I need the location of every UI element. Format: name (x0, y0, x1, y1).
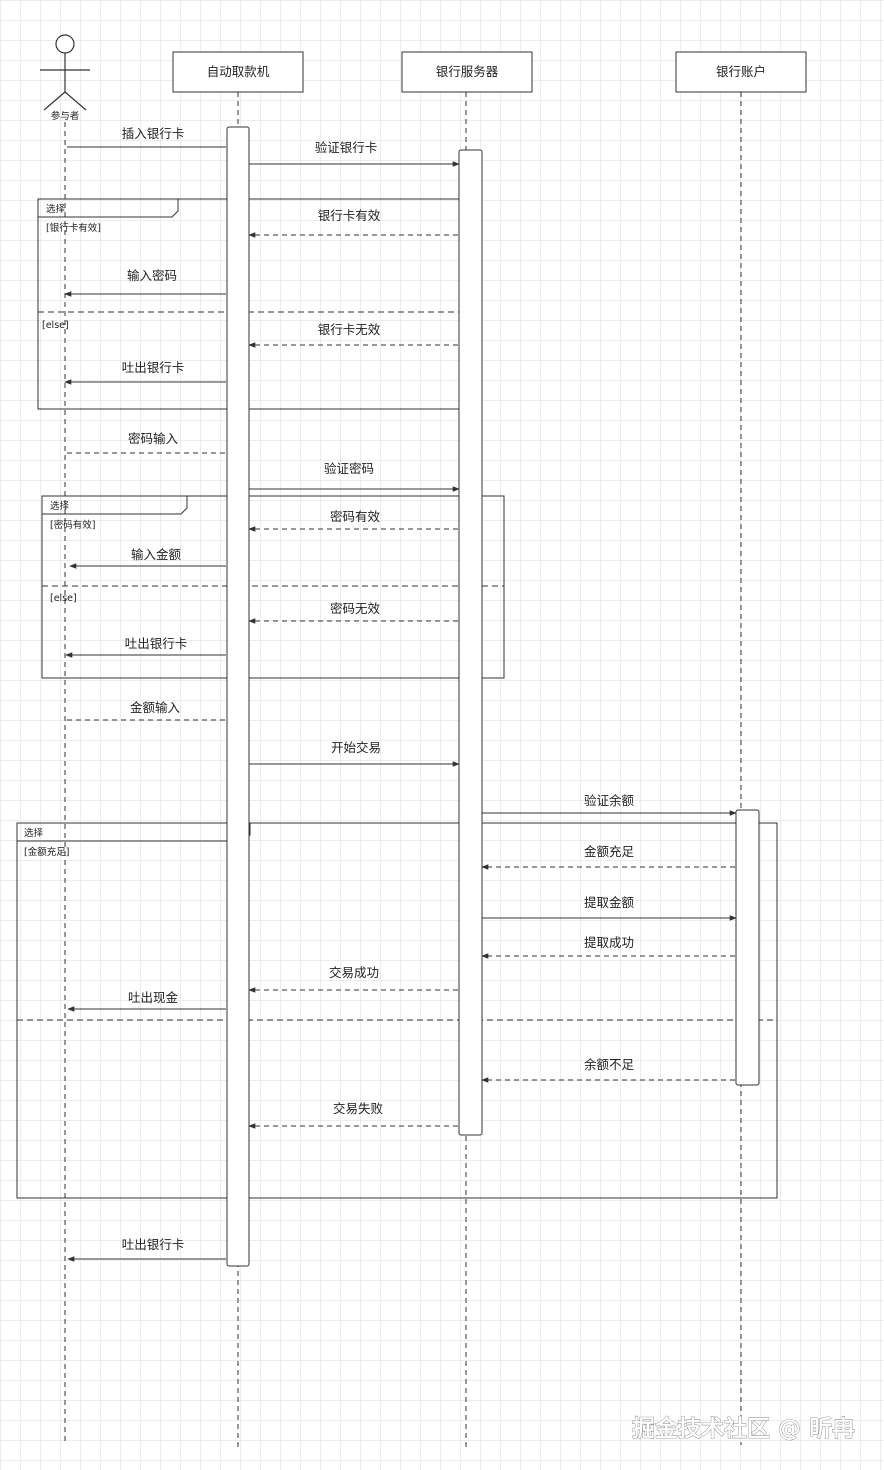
message-label: 银行卡无效 (318, 322, 381, 337)
participant-atm-box (172, 51, 304, 93)
account-activation-bar (735, 809, 760, 1086)
server-activation-bar (458, 149, 483, 1136)
message-label: 吐出银行卡 (125, 636, 188, 651)
participant-account-label: 银行账户 (716, 64, 766, 79)
message-label: 开始交易 (331, 740, 381, 755)
message-label: 密码有效 (330, 509, 381, 524)
message-label: 输入密码 (127, 268, 177, 283)
message-label: 输入金额 (131, 547, 182, 562)
fragment-guard: [金额充足] (24, 846, 69, 858)
message-label: 金额输入 (130, 700, 181, 715)
fragment-guard: [密码有效] (50, 519, 95, 531)
participant-server-label: 银行服务器 (436, 64, 499, 79)
fragment-password-check: 选择 [密码有效] [else] (41, 495, 505, 679)
fragment-operator: 选择 (50, 500, 70, 512)
actor-label: 参与者 (51, 110, 80, 122)
message-label: 验证密码 (324, 461, 374, 476)
fragment-balance-check: 选择 [金额充足] (16, 822, 778, 1199)
message-label: 交易失败 (333, 1101, 384, 1116)
messages: 插入银行卡验证银行卡银行卡有效输入密码银行卡无效吐出银行卡密码输入验证密码密码有… (64, 126, 737, 1262)
fragment-else-guard: [else] (50, 593, 77, 604)
message-label: 密码输入 (128, 431, 179, 446)
fragment-else-guard: [else] (42, 320, 69, 331)
message-label: 银行卡有效 (318, 208, 381, 223)
actor-figure (40, 34, 90, 111)
message-label: 交易成功 (329, 965, 379, 980)
message-label: 验证银行卡 (315, 140, 378, 155)
fragment-operator: 选择 (46, 203, 66, 215)
fragment-operator: 选择 (24, 827, 44, 839)
participant-server-box (401, 51, 533, 93)
participant-atm-label: 自动取款机 (207, 64, 270, 79)
watermark: 掘金技术社区 @ 昕冉 (632, 1415, 855, 1442)
message-label: 金额充足 (584, 844, 635, 859)
message-label: 吐出现金 (128, 990, 179, 1005)
message-label: 提取金额 (584, 895, 635, 910)
message-label: 吐出银行卡 (122, 1237, 185, 1252)
message-label: 插入银行卡 (122, 126, 185, 141)
message-label: 密码无效 (330, 601, 381, 616)
message-label: 余额不足 (584, 1057, 635, 1072)
fragment-guard: [银行卡有效] (46, 222, 101, 234)
participant-account-box (675, 51, 807, 93)
message-label: 验证余额 (584, 793, 635, 808)
message-label: 吐出银行卡 (122, 360, 185, 375)
message-label: 提取成功 (584, 935, 634, 950)
atm-activation-bar (226, 126, 250, 1267)
